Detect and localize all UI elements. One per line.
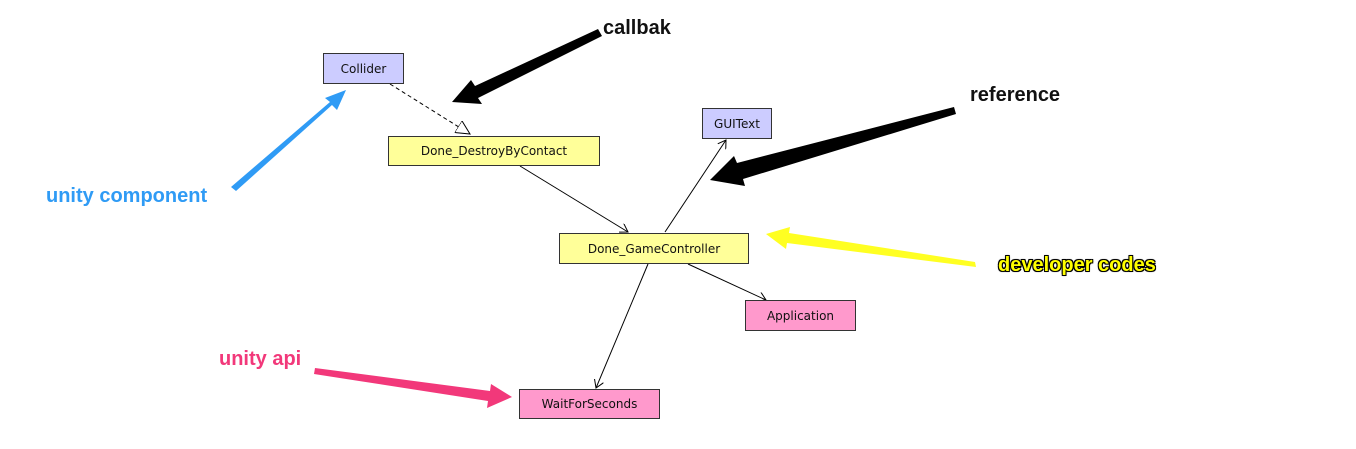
done-gamecontroller-label: Done_GameController [587,241,721,256]
reference-pointer-arrow [710,107,956,186]
guitext-node: GUIText [702,108,772,139]
application-label: Application [766,308,835,323]
unity-api-pointer-arrow [314,368,512,408]
gamecontroller-to-application-link [687,263,766,300]
callbak-pointer-arrow [452,29,602,104]
callbak-annotation: callbak [603,17,671,39]
unity-component-pointer-arrow [231,90,346,191]
developer-codes-pointer-arrow [766,227,976,267]
unity-api-annotation: unity api [219,348,302,370]
gamecontroller-to-guitext-link [664,140,726,233]
collider-node: Collider [323,53,404,84]
developer-codes-annotation: developer codes [998,254,1156,276]
reference-annotation: reference [970,84,1061,106]
guitext-label: GUIText [714,116,760,131]
application-node: Application [745,300,856,331]
gamecontroller-to-waitforseconds-link [596,263,649,388]
collider-realization-link [389,83,470,134]
done-destroybycontact-node: Done_DestroyByContact [388,136,600,166]
collider-label: Collider [340,61,387,76]
waitforseconds-label: WaitForSeconds [541,397,638,411]
done-destroybycontact-label: Done_DestroyByContact [420,144,568,158]
destroy-to-gamecontroller-link [519,165,628,232]
done-gamecontroller-node: Done_GameController [559,233,749,264]
waitforseconds-node: WaitForSeconds [519,389,660,419]
unity-component-annotation: unity component [46,185,208,207]
